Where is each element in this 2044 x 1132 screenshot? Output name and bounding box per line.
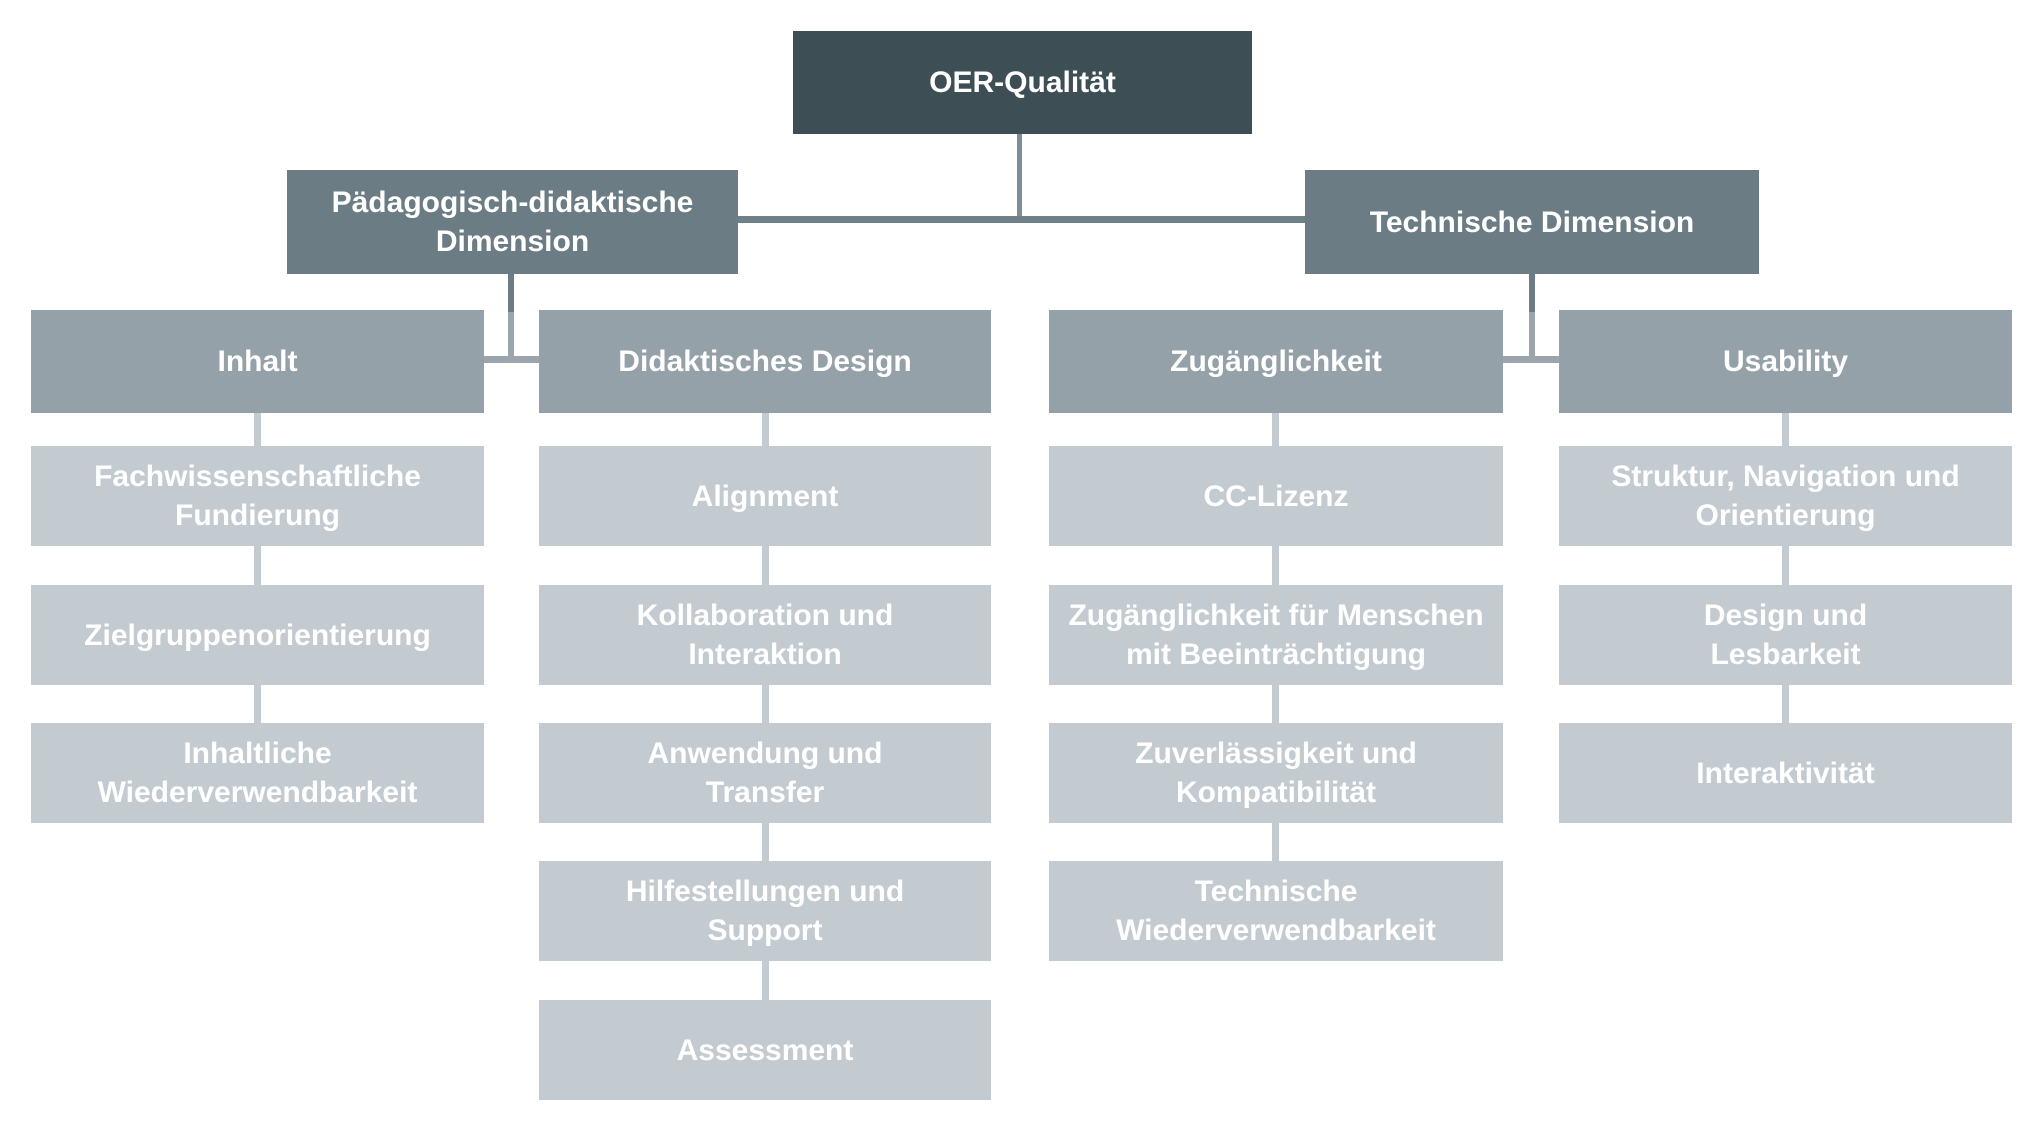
connector-root-vertical [1017,134,1022,220]
item-label: Alignment [691,479,839,513]
dimension-box-technisch: Technische Dimension [1305,170,1759,274]
dimension-label: Pädagogisch-didaktische Dimension [331,186,694,258]
category-box-inhalt: Inhalt [31,310,484,413]
category-label: Zugänglichkeit [1170,345,1382,378]
item-label: Zuverlässigkeit und Kompatibilität [1135,737,1417,809]
item-label: Assessment [676,1033,854,1067]
connector-dimensions-horizontal [738,216,1305,223]
item-label: Fachwissenschaftliche Fundierung [94,460,421,532]
item-box-assessment: Assessment [539,1000,991,1100]
category-box-didaktisches-design: Didaktisches Design [539,310,991,413]
item-label: Technische Wiederverwendbarkeit [1116,875,1436,947]
item-box-fachwissenschaftliche-fundierung: Fachwissenschaftliche Fundierung [31,446,484,546]
item-box-anwendung-und-transfer: Anwendung und Transfer [539,723,991,823]
item-label: Inhaltliche Wiederverwendbarkeit [97,737,418,809]
item-box-design-und-lesbarkeit: Design und Lesbarkeit [1559,585,2012,685]
item-box-kollaboration-und-interaktion: Kollaboration und Interaktion [539,585,991,685]
category-label: Didaktisches Design [618,345,912,378]
category-box-usability: Usability [1559,310,2012,413]
item-label: Design und Lesbarkeit [1703,599,1868,671]
item-box-technische-wiederverwendbarkeit: Technische Wiederverwendbarkeit [1049,861,1503,961]
connector-col3-seg4 [1272,823,1279,861]
item-box-alignment: Alignment [539,446,991,546]
connector-col3-seg2 [1272,546,1279,585]
connector-col1-seg1 [254,413,261,446]
connector-bridge-inhalt-design [484,356,539,363]
connector-col2-seg3 [762,685,769,723]
connector-col2-seg5 [762,961,769,1000]
item-box-zielgruppenorientierung: Zielgruppenorientierung [31,585,484,685]
connector-col3-seg1 [1272,413,1279,446]
category-label: Usability [1722,345,1849,378]
item-label: Zugänglichkeit für Menschen mit Beeinträ… [1068,599,1484,671]
category-box-zugaenglichkeit: Zugänglichkeit [1049,310,1503,413]
root-box: OER-Qualität [793,31,1252,134]
connector-dim1-vertical-lower [508,312,514,361]
item-box-zugaenglichkeit-menschen-beeintraechtigung: Zugänglichkeit für Menschen mit Beeinträ… [1049,585,1503,685]
connector-col3-seg3 [1272,685,1279,723]
connector-col4-seg2 [1782,546,1789,585]
connector-dim1-vertical-upper [508,272,514,314]
item-box-zuverlaessigkeit-und-kompatibilitaet: Zuverlässigkeit und Kompatibilität [1049,723,1503,823]
connector-col2-seg1 [762,413,769,446]
item-label: Zielgruppenorientierung [84,618,431,652]
item-label: Kollaboration und Interaktion [636,599,894,671]
item-box-cc-lizenz: CC-Lizenz [1049,446,1503,546]
dimension-label: Technische Dimension [1369,205,1695,239]
connector-dim2-vertical-lower [1529,312,1535,361]
item-box-struktur-navigation-orientierung: Struktur, Navigation und Orientierung [1559,446,2012,546]
item-label: Hilfestellungen und Support [625,875,905,947]
connector-bridge-zugaenglichkeit-usability [1503,356,1559,363]
connector-dim2-vertical-upper [1529,272,1535,314]
item-box-inhaltliche-wiederverwendbarkeit: Inhaltliche Wiederverwendbarkeit [31,723,484,823]
item-box-interaktivitaet: Interaktivität [1559,723,2012,823]
category-label: Inhalt [217,345,298,378]
connector-col2-seg2 [762,546,769,585]
dimension-box-paedagogisch-didaktisch: Pädagogisch-didaktische Dimension [287,170,738,274]
item-label: Anwendung und Transfer [647,737,883,809]
connector-col2-seg4 [762,823,769,861]
connector-col1-seg3 [254,685,261,723]
item-label: Interaktivität [1696,756,1875,790]
item-label: Struktur, Navigation und Orientierung [1611,460,1960,532]
item-box-hilfestellungen-und-support: Hilfestellungen und Support [539,861,991,961]
root-label: OER-Qualität [929,66,1116,99]
connector-col4-seg1 [1782,413,1789,446]
connector-col4-seg3 [1782,685,1789,723]
item-label: CC-Lizenz [1203,479,1349,513]
connector-col1-seg2 [254,546,261,585]
